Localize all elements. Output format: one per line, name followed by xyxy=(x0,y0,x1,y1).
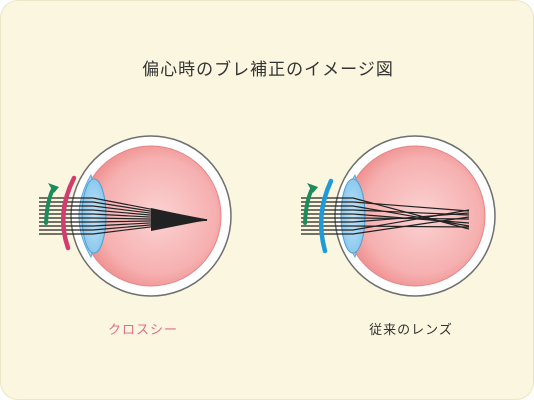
left-eye-diagram xyxy=(39,135,232,297)
right-eyeball xyxy=(344,145,486,287)
left-arrow-head-icon xyxy=(48,183,59,193)
left-caption: クロスシー xyxy=(107,323,178,338)
left-focus-point xyxy=(151,208,207,231)
right-eye-diagram xyxy=(301,135,496,297)
left-rotation-arrow-icon xyxy=(44,187,55,225)
right-contact-lens-band xyxy=(318,178,334,254)
right-arrow-head-icon xyxy=(307,183,318,193)
left-contact-lens-band xyxy=(61,175,77,251)
right-caption: 従来のレンズ xyxy=(369,323,453,338)
right-crystalline-lens xyxy=(340,178,366,254)
figure-title: 偏心時のブレ補正のイメージ図 xyxy=(142,60,394,80)
left-crystalline-lens xyxy=(81,178,107,254)
right-rotation-arrow-icon xyxy=(303,187,314,225)
right-light-rays xyxy=(301,197,470,235)
